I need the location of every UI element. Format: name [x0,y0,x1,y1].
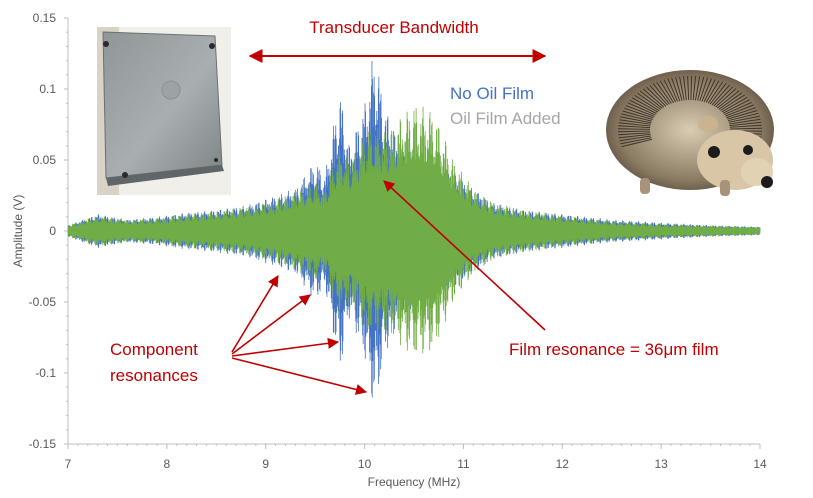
component-arrows [231,275,368,395]
hedgehog-quill [729,127,763,130]
hedgehog-quill [713,86,734,107]
hedgehog-quill [718,92,743,110]
hedgehog-quill [619,135,651,142]
hedgehog-quill [692,76,697,101]
hedgehog-quill [720,94,745,111]
hedgehog-quill [709,82,727,105]
hedgehog-quill [656,81,672,104]
hedgehog-quill [699,77,709,102]
hedgehog-quill [617,130,651,133]
hedgehog-quill [715,88,737,108]
hedgehog-quill [690,75,693,101]
hedgehog-quill [663,79,676,103]
hedgehog-quill [705,80,720,103]
hedgehog-quill [634,94,660,112]
hedgehog-quill [694,76,701,101]
hedgehog-quill [729,121,762,127]
x-tick-labels: 7 8 9 10 11 12 13 14 [65,444,767,471]
hedgehog-quill [721,96,748,113]
hedgehog-quill [642,88,665,108]
hedgehog-quill [619,119,651,125]
series-line-oil-film-added [67,106,761,354]
y-tick-label: -0.15 [29,437,57,451]
hedgehog-quill [679,76,685,101]
series-layer [67,60,761,398]
hedgehog-quill [618,125,651,129]
hedgehog-quill [722,99,750,114]
hedgehog-quill [646,86,667,107]
x-tick-label: 7 [65,457,72,471]
hedgehog-quill [697,76,705,101]
y-tick-label: 0 [49,224,56,238]
x-tick-label: 14 [753,457,767,471]
hedgehog-quill [631,97,659,113]
legend-no-oil: No Oil Film [450,84,534,103]
film-resonance-label: Film resonance = 36μm film [509,340,719,359]
hedgehog-illustration [606,70,774,196]
component-label-line2: resonances [110,366,198,385]
hedgehog-quill [671,77,681,102]
hedgehog-quill [729,118,761,125]
x-tick-label: 9 [262,457,269,471]
y-tick-label: -0.05 [29,295,57,309]
hedgehog-quill [627,102,656,116]
hedgehog-quill [629,99,657,114]
bandwidth-label: Transducer Bandwidth [309,18,478,37]
y-tick-label: 0.05 [33,153,57,167]
hedgehog-quill [726,107,756,119]
hedgehog-quill [621,113,652,122]
hedgehog-quill [711,84,731,106]
hedgehog-quill [621,138,653,148]
steel-plate-photo [97,27,231,195]
hedgehog-quill [727,110,758,120]
x-tick-label: 13 [654,457,668,471]
hedgehog-quill [639,90,663,109]
x-tick-label: 8 [164,457,171,471]
hedgehog-quill [675,76,683,101]
x-tick-label: 11 [457,457,470,471]
hedgehog-quill [622,110,653,120]
legend-oil-added: Oil Film Added [450,109,561,128]
hedgehog-quill [620,116,652,124]
hedgehog-quill [703,79,716,103]
hedgehog-quill [652,83,670,105]
y-tick-label: -0.1 [35,366,56,380]
hedgehog-quill [618,133,651,139]
hedgehog-quill [716,90,740,109]
y-axis-label: Amplitude (V) [11,195,25,268]
hedgehog-quill [637,92,662,110]
x-tick-label: 10 [358,457,372,471]
x-axis-label: Frequency (MHz) [368,475,461,489]
film-resonance-arrow [383,180,546,331]
y-tick-labels: 0.15 0.1 0.05 0 -0.05 -0.1 -0.15 [29,11,68,451]
x-tick-label: 12 [556,457,570,471]
hedgehog-quill [724,101,753,116]
component-label-line1: Component [110,340,198,359]
hedgehog-quill [707,81,724,104]
hedgehog-quill [667,78,679,102]
hedgehog-quill [701,78,712,102]
hedgehog-quill [618,132,651,136]
hedgehog-quill [727,112,759,122]
hedgehog-quill [729,124,762,128]
hedgehog-quill [683,76,687,101]
hedgehog-quill [617,128,651,130]
y-tick-label: 0.1 [39,82,56,96]
hedgehog-quill [659,80,674,103]
hedgehog-quill [618,122,651,127]
hedgehog-quill [625,105,655,117]
hedgehog-quill [725,104,754,117]
y-tick-label: 0.15 [33,11,57,25]
hedgehog-quill [728,115,760,123]
hedgehog-quill [687,75,690,101]
hedgehog-quill [623,107,654,119]
hedgehog-quill [649,84,668,106]
hedgehog-quill [620,137,652,145]
